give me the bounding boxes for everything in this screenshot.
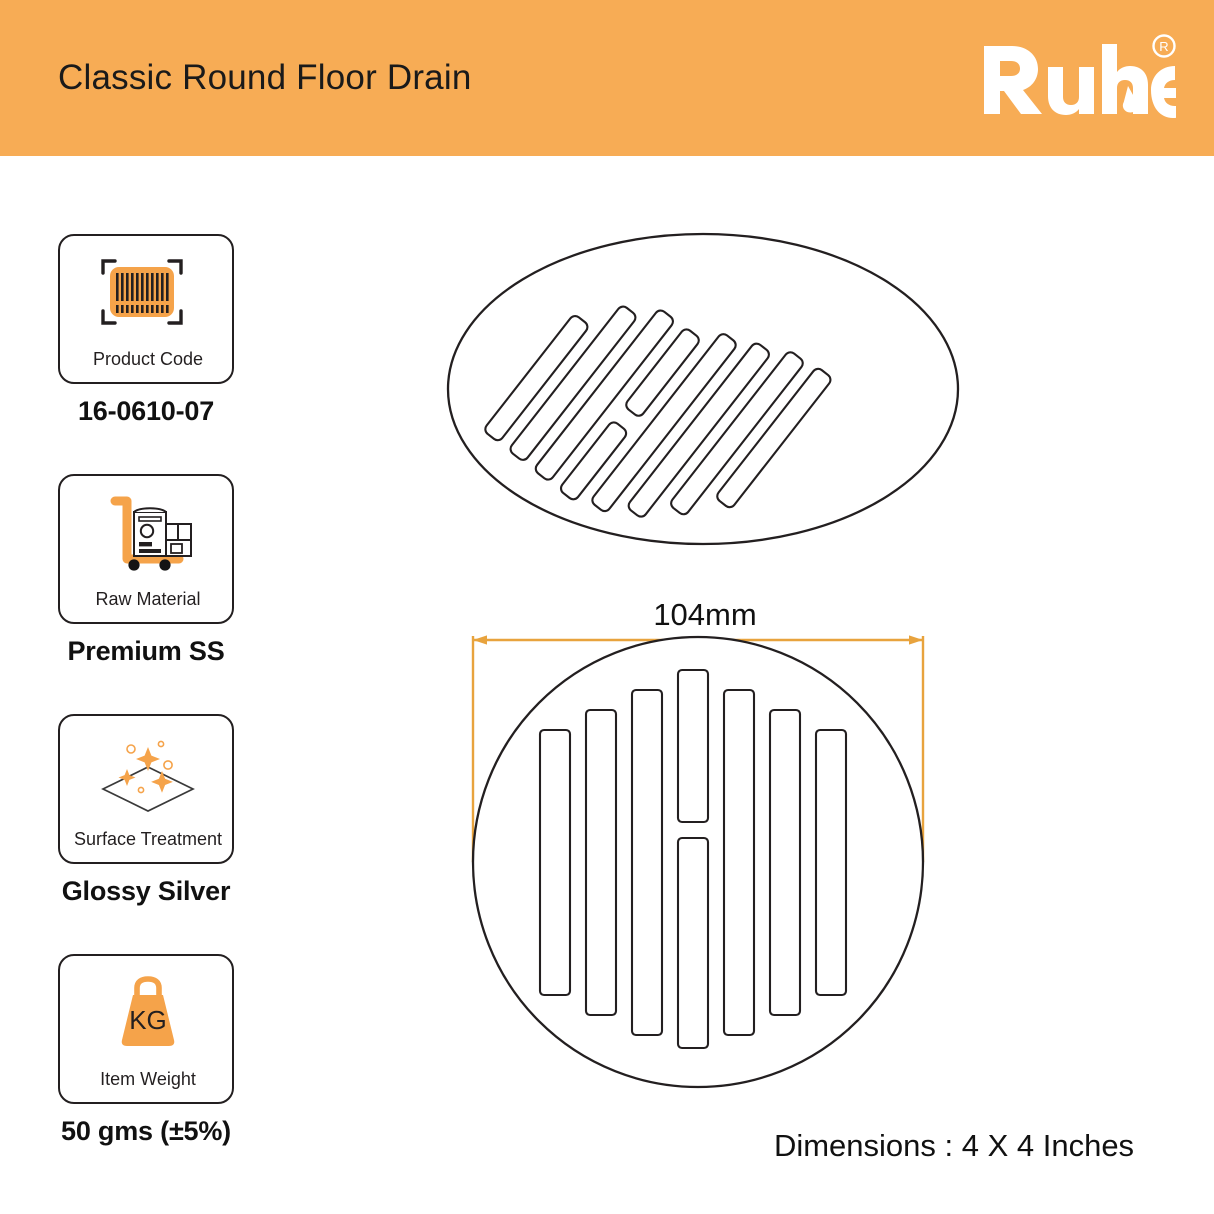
drain-slot xyxy=(509,305,637,461)
drain-slot xyxy=(534,309,674,481)
drain-slot xyxy=(814,728,848,997)
drain-slot xyxy=(538,728,572,997)
spec-value-product-code: 16-0610-07 xyxy=(77,396,215,426)
spec-card-surface-treatment: Surface Treatment xyxy=(58,714,234,864)
spec-card-product-code: Product Code xyxy=(58,234,234,384)
drain-slot xyxy=(630,688,664,1037)
spec-card-raw-material: Raw Material xyxy=(58,474,234,624)
drain-slot xyxy=(484,315,589,442)
drain-slot xyxy=(722,688,756,1037)
drain-slot-split-upper xyxy=(559,421,628,501)
weight-kg-icon-svg: KG xyxy=(121,976,175,1046)
drain-slot-group xyxy=(484,305,832,518)
spec-caption-product-code: Product Code xyxy=(92,349,204,369)
floor-drain-top-view: 104mm xyxy=(455,597,955,1100)
hand-truck-material-icon xyxy=(60,484,236,580)
dimension-arrow-right xyxy=(909,635,923,645)
spec-caption-raw-material: Raw Material xyxy=(95,589,201,609)
drain-slot xyxy=(591,333,737,513)
spec-caption-surface-treatment: Surface Treatment xyxy=(73,829,223,849)
spec-column: Product Code 16-0610-07 xyxy=(0,156,330,1214)
drain-slot xyxy=(584,708,618,1017)
drain-slot-split-lower xyxy=(625,328,700,417)
floor-drain-perspective-svg xyxy=(446,232,960,546)
barcode-scan-icon xyxy=(60,244,236,340)
floor-drain-perspective-view xyxy=(440,214,980,594)
barcode-scan-icon-svg xyxy=(101,259,183,325)
drain-slot-group-top-view xyxy=(538,668,848,1050)
spec-caption-item-weight: Item Weight xyxy=(100,1069,196,1089)
spec-card-item-weight: KG Item Weight xyxy=(58,954,234,1104)
sparkle-diamond-surface-icon-svg xyxy=(101,740,195,812)
hand-truck-material-icon-svg xyxy=(110,496,192,571)
page-title: Classic Round Floor Drain xyxy=(58,58,472,97)
page-header: Classic Round Floor Drain R xyxy=(0,0,1214,156)
ruhe-logo-svg: R xyxy=(984,34,1190,118)
svg-text:R: R xyxy=(1159,39,1168,54)
weight-kg-icon: KG xyxy=(60,964,236,1060)
dimensions-caption: Dimensions : 4 X 4 Inches xyxy=(773,1128,1135,1163)
weight-kg-icon-text: KG xyxy=(129,1005,167,1035)
drain-slot-split-lower xyxy=(676,836,710,1050)
ruhe-logo: R xyxy=(976,34,1190,120)
spec-value-raw-material: Premium SS xyxy=(67,636,225,666)
drain-slot xyxy=(716,367,832,509)
spec-value-item-weight: 50 gms (±5%) xyxy=(61,1116,231,1146)
sparkle-diamond-surface-icon xyxy=(60,724,236,820)
drain-slot xyxy=(627,342,770,518)
dimension-arrow-left xyxy=(473,635,487,645)
drain-slot xyxy=(670,351,804,516)
floor-drain-top-view-svg: 104mm xyxy=(471,597,925,1089)
dimension-label-width: 104mm xyxy=(653,600,756,632)
drain-slot-split-upper xyxy=(676,668,710,824)
spec-value-surface-treatment: Glossy Silver xyxy=(61,876,231,906)
drain-slot xyxy=(768,708,802,1017)
